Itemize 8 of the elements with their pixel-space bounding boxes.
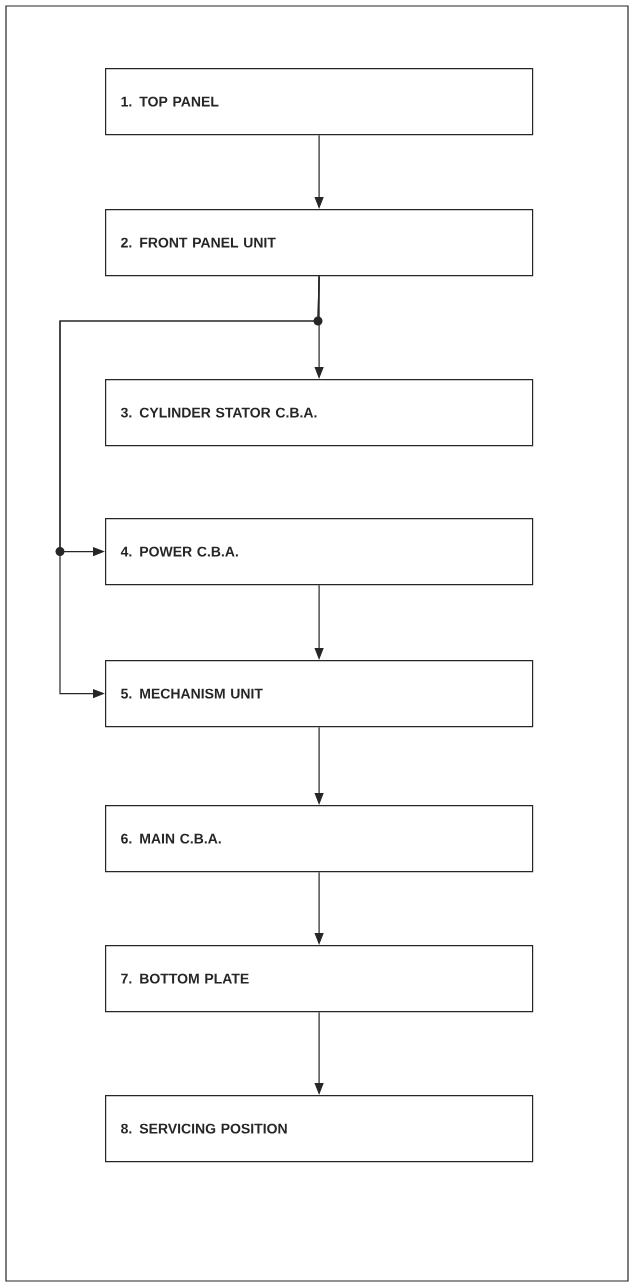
step-box: 7. BOTTOM PLATE: [105, 945, 534, 1013]
step-box: 3. CYLINDER STATOR C.B.A.: [105, 379, 534, 447]
step-box: 4. POWER C.B.A.: [105, 518, 534, 586]
step-box: 2. FRONT PANEL UNIT: [105, 209, 534, 277]
step-box: 5. MECHANISM UNIT: [105, 660, 534, 728]
step-box: 6. MAIN C.B.A.: [105, 805, 534, 873]
step-box: 8. SERVICING POSITION: [105, 1095, 534, 1163]
step-box: 1. TOP PANEL: [105, 68, 534, 136]
